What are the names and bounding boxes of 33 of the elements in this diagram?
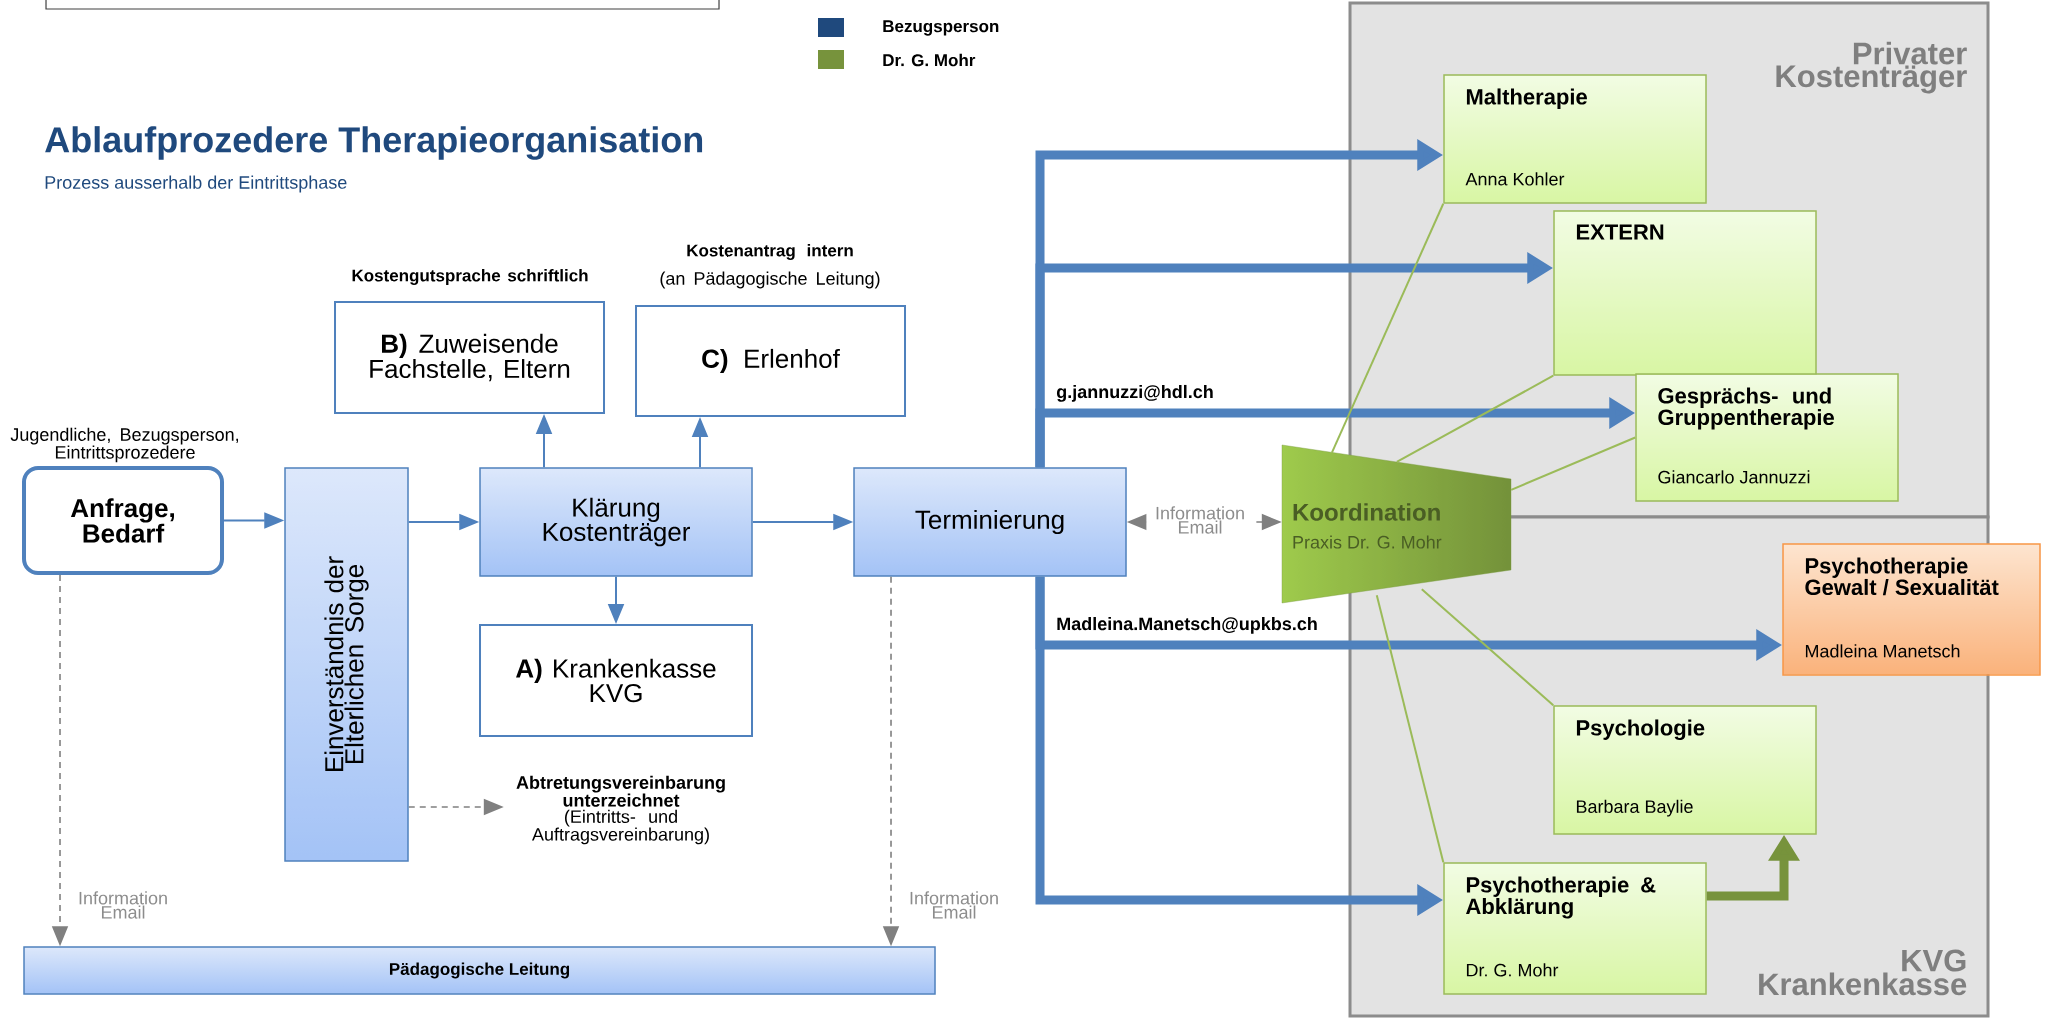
connector-line: [1330, 202, 1445, 454]
connector-line: [1420, 588, 1555, 707]
process-box: Terminierung: [853, 467, 1127, 577]
connector-line: [1375, 594, 1445, 864]
process-box: Klärung Kostenträger: [479, 467, 753, 577]
start-box: Anfrage, Bedarf: [22, 466, 224, 575]
legend-text: Dr. G. Mohr: [883, 53, 976, 67]
connector-line: [1510, 436, 1637, 491]
cost-box: B) Zuweisende Fachstelle, Eltern: [334, 301, 605, 414]
therapy-box: EXTERN: [1553, 210, 1817, 376]
process-bar: Pädagogische Leitung: [23, 946, 936, 995]
edge-label: g.jannuzzi@hdl.ch: [1056, 384, 1213, 402]
therapy-box: Psychotherapie & Abklärung Dr. G. Mohr: [1443, 862, 1707, 995]
cost-box: A) Krankenkasse KVG: [479, 624, 753, 737]
note-text: Abtretungsvereinbarung unterzeichnet (Eintritts- und Auftragsvereinbarung): [516, 775, 725, 845]
edge-label: Information Email: [69, 890, 177, 920]
therapy-box: Psychotherapie Gewalt / Sexualität Madleina Manetsch: [1782, 543, 2041, 676]
title: Ablaufprozedere Therapieorganisation: [45, 126, 703, 160]
edge-label: Madleina.Manetsch@upkbs.ch: [1057, 617, 1317, 634]
legend-text: Bezugsperson: [883, 20, 999, 36]
caption-text: (an Pädagogische Leitung): [660, 271, 880, 289]
edge-label: Information Email: [900, 890, 1008, 920]
connector-line: [1395, 374, 1555, 463]
caption-text: Jugendliche, Bezugsperson, Eintrittsprozedere: [10, 427, 238, 463]
edge-label: Information Email: [1146, 505, 1254, 535]
therapy-box: Gesprächs- und Gruppentherapie Giancarlo Jannuzzi: [1635, 373, 1899, 502]
cost-box: C) Erlenhof: [635, 305, 906, 417]
caption-text: Kostengutsprache schriftlich: [352, 269, 588, 285]
process-box: Einverständnis der Elterlichen Sorge: [284, 467, 409, 862]
subtitle: Prozess ausserhalb der Eintrittsphase: [45, 175, 347, 193]
therapy-box: Maltherapie Anna Kohler: [1443, 74, 1707, 204]
caption-text: Kostenantrag intern: [687, 244, 853, 260]
therapy-box: Psychologie Barbara Baylie: [1553, 705, 1817, 835]
